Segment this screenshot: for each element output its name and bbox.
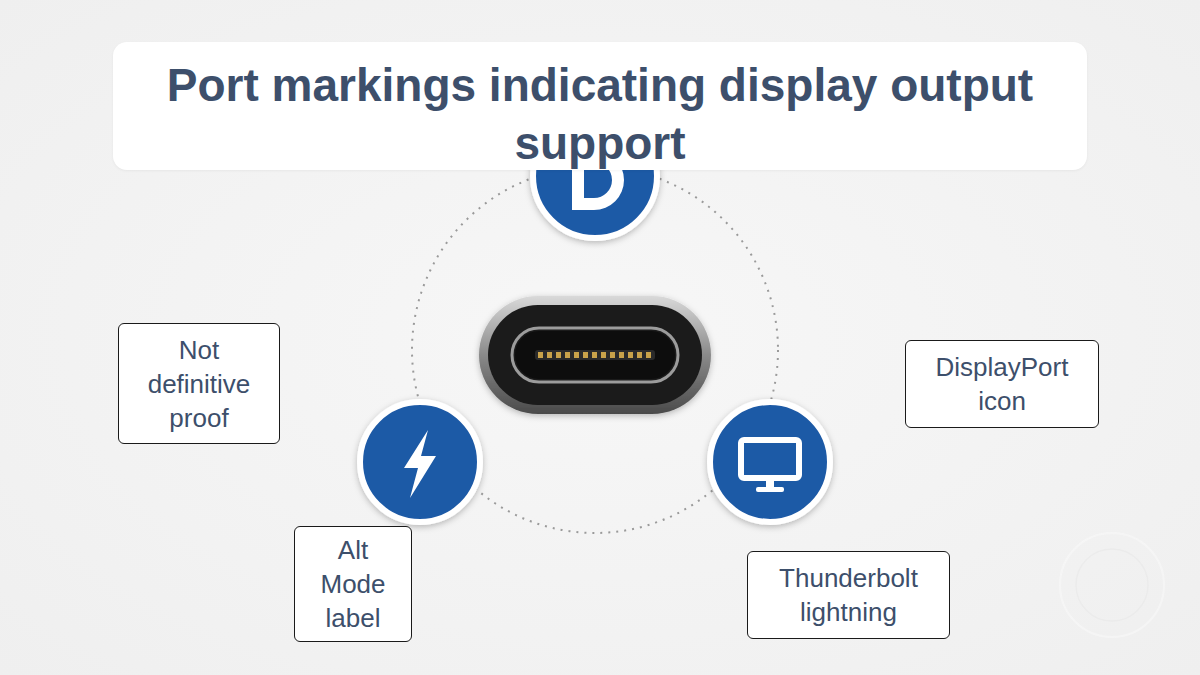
- monitor-icon-circle: [710, 402, 830, 522]
- lightning-icon-circle: [360, 402, 480, 522]
- title-text: Port markings indicating display output …: [113, 56, 1087, 172]
- label-box: DisplayPort icon: [905, 340, 1099, 428]
- label-text: Not definitive proof: [127, 333, 271, 435]
- label-text-group: Thunderbolt lightning: [756, 561, 941, 629]
- label-text: DisplayPort icon: [914, 350, 1090, 418]
- usb-c-port: [479, 296, 711, 414]
- label-text: Alt Mode label: [303, 533, 403, 635]
- label-text-group: DisplayPort icon: [914, 350, 1090, 418]
- watermark-logo: [1060, 533, 1164, 637]
- label-text-group: Alt Mode label: [303, 533, 403, 635]
- label-box: Thunderbolt lightning: [747, 551, 950, 639]
- title-box: Port markings indicating display output …: [113, 42, 1087, 170]
- label-box: Not definitive proof: [118, 323, 280, 444]
- label-box: Alt Mode label: [294, 526, 412, 642]
- label-text-group: Not definitive proof: [127, 333, 271, 435]
- label-text: Thunderbolt lightning: [756, 561, 941, 629]
